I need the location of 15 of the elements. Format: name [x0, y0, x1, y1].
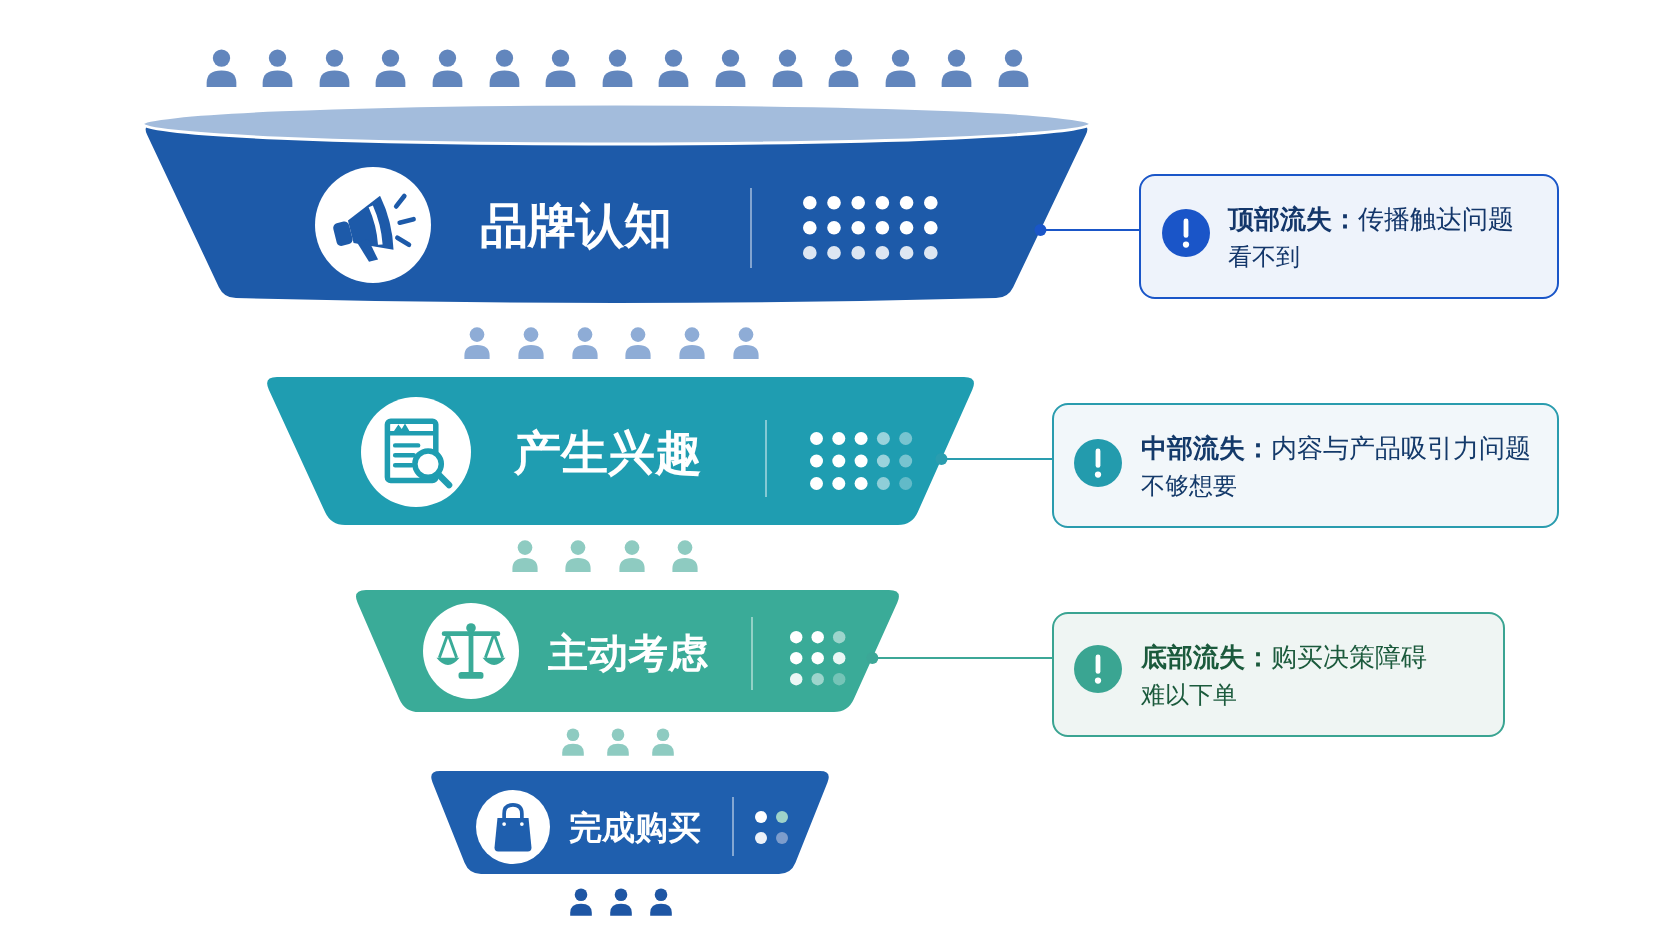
stage-label: 主动考虑 [548, 629, 708, 677]
callout-heading: 中部流失：内容与产品吸引力问题 [1140, 431, 1531, 465]
callout-box [1139, 174, 1559, 299]
callout-heading: 底部流失：购买决策障碍 [1140, 640, 1427, 674]
stage-label: 产生兴趣 [514, 424, 702, 482]
callout-text: 难以下单 [1140, 680, 1238, 712]
callout-box [1052, 403, 1559, 528]
callout-text: 不够想要 [1140, 471, 1238, 503]
callout-box [1052, 612, 1505, 737]
leader-line [1034, 224, 1140, 236]
leader-line [935, 453, 1053, 465]
callout-text: 看不到 [1227, 242, 1301, 274]
callout-heading: 顶部流失：传播触达问题 [1227, 202, 1514, 236]
stage-label: 品牌认知 [480, 197, 672, 255]
stage-label: 完成购买 [569, 808, 701, 848]
